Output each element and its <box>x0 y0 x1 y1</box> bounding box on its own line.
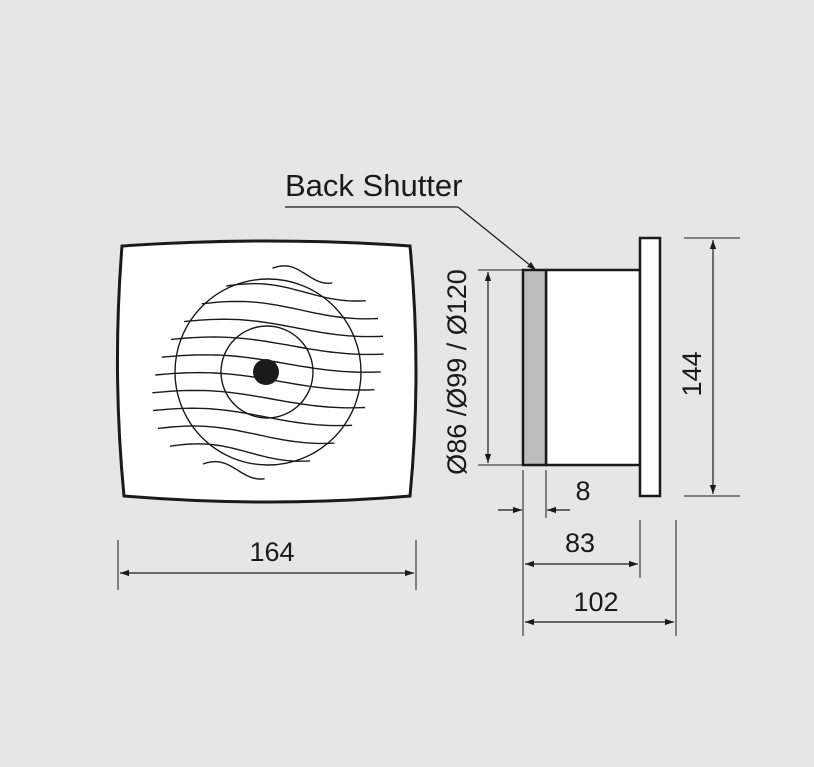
center-hub <box>253 359 279 385</box>
swirl-wave-line <box>170 336 384 356</box>
swirl-wave-line <box>184 318 384 338</box>
body-depth-label: 83 <box>565 528 595 558</box>
swirl-wave-line <box>201 300 379 320</box>
outer-ring <box>174 278 362 466</box>
back-shutter-label: Back Shutter <box>285 168 462 203</box>
back-shutter-callout: Back Shutter <box>285 168 537 271</box>
fan-body <box>544 268 642 467</box>
shutter-depth-label: 8 <box>575 476 590 506</box>
total-depth-dimension: 102 <box>525 520 677 636</box>
total-depth-label: 102 <box>573 587 618 617</box>
swirl-wave-lines <box>152 265 384 480</box>
height-label: 144 <box>677 351 707 396</box>
front-panel-side <box>638 236 662 498</box>
body-depth-dimension: 83 <box>525 520 641 578</box>
inner-ring <box>220 325 314 419</box>
front-width-dimension: 164 <box>117 537 417 590</box>
diameter-dimension: Ø86 /Ø99 / Ø120 <box>442 269 522 475</box>
shutter-depth-dimension: 8 <box>498 470 591 636</box>
front-view <box>115 239 418 504</box>
swirl-wave-line <box>152 389 366 409</box>
back-shutter <box>521 268 548 467</box>
swirl-wave-line <box>202 460 265 480</box>
swirl-wave-line <box>152 407 353 427</box>
swirl-wave-line <box>169 443 311 462</box>
height-dimension: 144 <box>677 237 740 497</box>
front-width-label: 164 <box>249 537 294 567</box>
swirl-wave-line <box>157 425 335 445</box>
side-view <box>521 236 662 498</box>
swirl-wave-line <box>226 282 366 302</box>
swirl-wave-line <box>272 265 333 284</box>
diameter-label: Ø86 /Ø99 / Ø120 <box>442 269 472 475</box>
